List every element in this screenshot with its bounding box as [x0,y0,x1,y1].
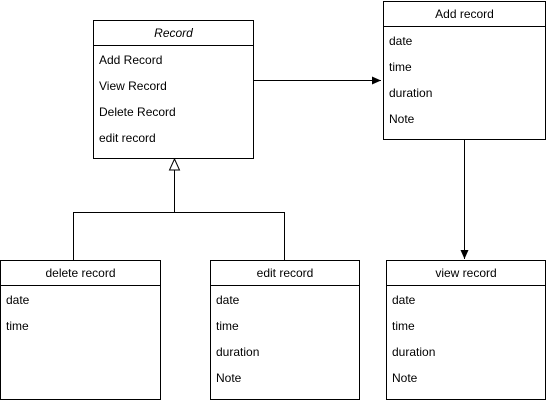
class-view-record-member: date [392,293,416,307]
class-record[interactable]: Record Add Record View Record Delete Rec… [93,20,254,159]
class-edit-record-member: duration [216,345,260,359]
class-view-record-member: Note [392,371,418,385]
class-add-record[interactable]: Add record date time duration Note [383,1,546,140]
class-add-record-member: Note [389,112,415,126]
class-view-record-title: view record [387,261,545,286]
class-add-record-title: Add record [384,2,545,27]
class-edit-record-member: Note [216,371,242,385]
class-edit-record-member: time [216,319,239,333]
class-delete-record-member: date [6,293,30,307]
generalization-line-edit-record [174,212,285,260]
class-delete-record[interactable]: delete record date time [0,260,161,400]
class-edit-record[interactable]: edit record date time duration Note [210,260,360,400]
class-edit-record-title: edit record [211,261,359,286]
class-add-record-member: date [389,34,413,48]
class-add-record-member: time [389,60,412,74]
class-record-member: View Record [99,79,167,93]
class-delete-record-title: delete record [1,261,160,286]
class-record-title: Record [94,21,253,46]
class-view-record-member: duration [392,345,436,359]
class-view-record[interactable]: view record date time duration Note [386,260,546,400]
class-add-record-member: duration [389,86,433,100]
class-record-member: Delete Record [99,105,176,119]
generalization-line-delete-record [73,170,175,260]
class-record-member: Add Record [99,53,163,67]
generalization-arrowhead-icon [168,157,181,171]
class-view-record-member: time [392,319,415,333]
class-delete-record-member: time [6,319,29,333]
class-edit-record-member: date [216,293,240,307]
class-record-member: edit record [99,131,156,145]
